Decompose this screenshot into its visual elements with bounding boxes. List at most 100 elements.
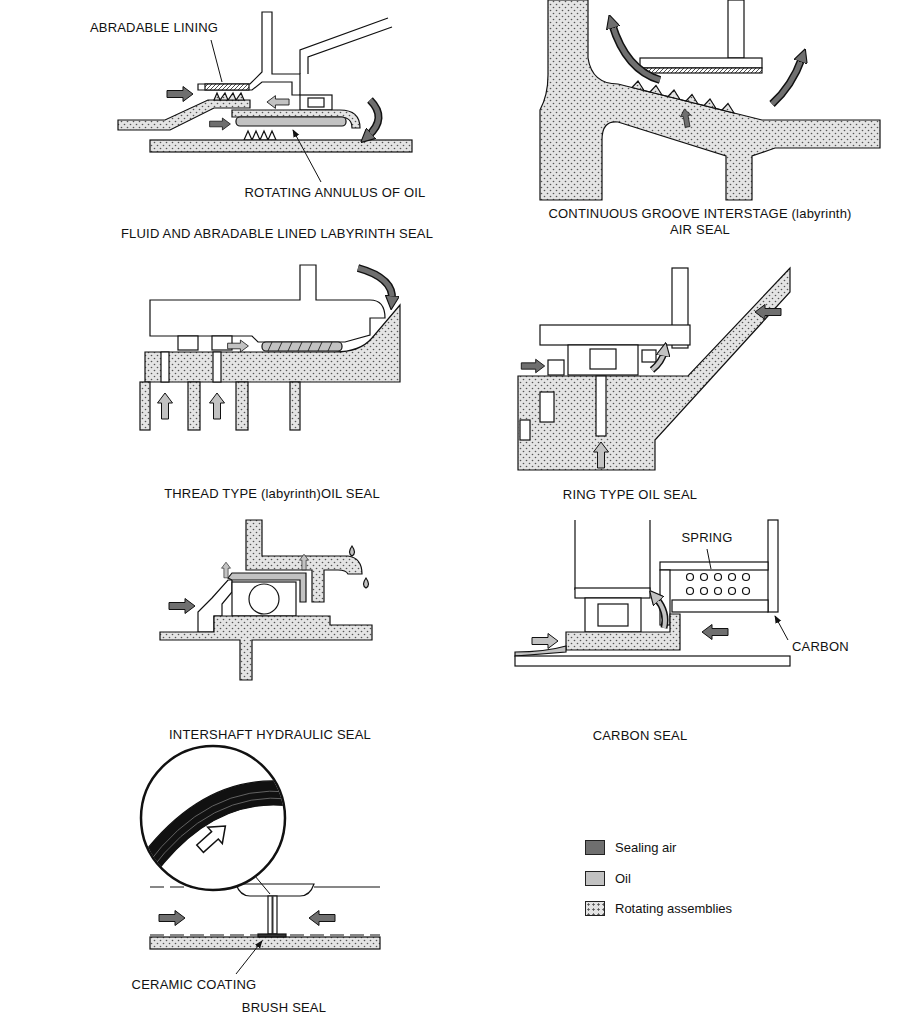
brush-seal [159, 911, 185, 926]
carbon-seal [515, 646, 566, 656]
interstage-air-seal [772, 58, 802, 104]
intershaft-hydraulic-seal [249, 584, 279, 614]
carbon-seal [768, 520, 778, 612]
carbon-seal [707, 549, 711, 569]
carbon-seal [715, 574, 722, 581]
carbon-seal [515, 520, 790, 666]
ring-oil-seal [520, 420, 530, 440]
brush-seal [236, 941, 262, 974]
interstage-air-seal [540, 0, 880, 200]
thread-oil-seal [268, 342, 332, 351]
ring-oil-seal [540, 392, 554, 422]
ring-oil-seal [652, 352, 664, 370]
fluid-labyrinth-seal [236, 117, 346, 126]
thread-oil-seal [161, 352, 169, 382]
brush-seal [236, 884, 314, 896]
carbon-seal [701, 574, 708, 581]
ring-oil-seal [548, 360, 564, 375]
part-label: ABRADABLE LINING [90, 20, 218, 36]
seal-caption: CONTINUOUS GROOVE INTERSTAGE (labyrinth)… [542, 206, 858, 238]
fluid-labyrinth-seal [210, 118, 231, 130]
brush-seal [140, 746, 380, 974]
intershaft-hydraulic-seal [160, 616, 372, 680]
fluid-labyrinth-seal [232, 110, 360, 128]
brush-seal [255, 876, 270, 894]
part-label: SPRING [681, 530, 732, 546]
seal-caption: CARBON SEAL [593, 728, 688, 744]
thread-oil-seal [140, 265, 400, 430]
thread-oil-seal [228, 340, 249, 352]
carbon-seal [743, 588, 750, 595]
carbon-seal [775, 616, 788, 640]
carbon-seal [687, 588, 694, 595]
thread-oil-seal [290, 382, 300, 430]
fluid-labyrinth-seal [150, 140, 412, 152]
ring-oil-seal [594, 442, 609, 468]
intershaft-hydraulic-seal [160, 520, 372, 680]
fluid-labyrinth-seal [214, 93, 244, 100]
thread-oil-seal [188, 382, 200, 430]
interstage-air-seal [540, 0, 880, 200]
carbon-seal [575, 588, 650, 598]
thread-oil-seal [145, 305, 400, 382]
interstage-air-seal [640, 58, 762, 68]
carbon-seal [532, 634, 558, 649]
ring-oil-seal [518, 268, 790, 470]
thread-oil-seal [358, 268, 392, 300]
thread-oil-seal [178, 336, 198, 350]
ring-oil-seal [590, 349, 616, 369]
thread-oil-seal [358, 268, 392, 300]
ring-oil-seal [755, 305, 781, 320]
carbon-seal [575, 520, 650, 590]
fluid-labyrinth-seal [300, 95, 332, 110]
seal-caption: RING TYPE OIL SEAL [563, 487, 697, 503]
ring-oil-seal [642, 350, 656, 362]
fluid-labyrinth-seal [211, 40, 222, 82]
thread-oil-seal [262, 342, 342, 351]
carbon-seal [701, 588, 708, 595]
part-label: ROTATING ANNULUS OF OIL [244, 185, 425, 201]
ring-oil-seal [521, 359, 544, 373]
thread-oil-seal [236, 382, 248, 430]
intershaft-hydraulic-seal [300, 554, 309, 570]
fluid-labyrinth-seal [118, 12, 412, 182]
brush-seal [150, 937, 380, 949]
brush-seal [272, 896, 274, 934]
ring-oil-seal [518, 268, 790, 470]
legend-swatch [585, 901, 605, 916]
intershaft-hydraulic-seal [222, 562, 231, 578]
thread-oil-seal [150, 265, 385, 342]
ring-oil-seal [596, 376, 606, 436]
ring-oil-seal [652, 352, 664, 370]
fluid-labyrinth-seal [308, 98, 324, 107]
interstage-air-seal [612, 24, 660, 80]
fluid-labyrinth-seal [205, 84, 249, 90]
seal-caption: THREAD TYPE (labyrinth)OIL SEAL [164, 486, 380, 502]
part-label: CERAMIC COATING [132, 977, 257, 993]
carbon-seal [743, 574, 750, 581]
carbon-seal [702, 625, 728, 640]
brush-seal [149, 798, 290, 872]
ring-oil-seal [568, 345, 638, 375]
interstage-air-seal [640, 68, 762, 73]
carbon-seal [687, 574, 694, 581]
part-label: CARBON [792, 639, 849, 655]
interstage-air-seal [728, 0, 744, 58]
fluid-labyrinth-seal [267, 96, 289, 109]
fluid-labyrinth-seal [118, 100, 250, 130]
fluid-labyrinth-seal [293, 130, 321, 182]
brush-seal [258, 934, 286, 937]
carbon-seal [585, 598, 641, 632]
carbon-seal [729, 574, 736, 581]
carbon-seal [656, 598, 665, 628]
carbon-seal [715, 588, 722, 595]
interstage-air-seal [679, 108, 693, 128]
carbon-seal [515, 656, 790, 666]
intershaft-hydraulic-seal [364, 578, 369, 588]
interstage-air-seal [632, 81, 734, 113]
legend-swatch [585, 871, 605, 886]
intershaft-hydraulic-seal [169, 599, 195, 614]
thread-oil-seal [140, 382, 150, 430]
